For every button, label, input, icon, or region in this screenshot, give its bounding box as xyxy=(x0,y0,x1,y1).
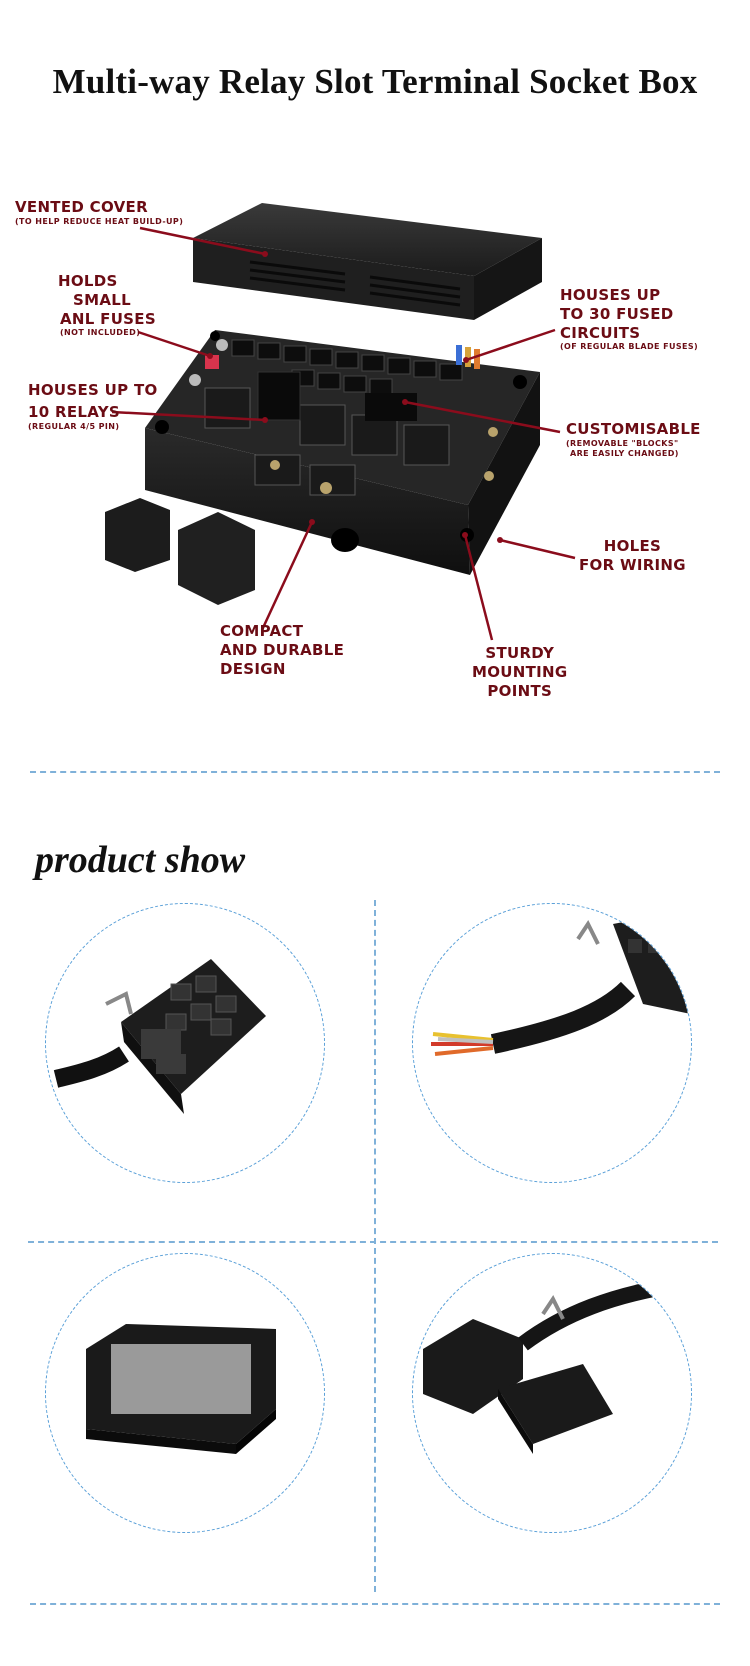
callout-sturdy: Sturdy mounting points xyxy=(472,644,568,700)
callout-fused-line3: circuits xyxy=(560,323,641,342)
product-photo-2 xyxy=(412,903,692,1183)
callout-holes-line1: Holes xyxy=(603,537,662,555)
callout-compact-line3: design xyxy=(220,659,286,678)
callout-compact: Compact and durable design xyxy=(220,622,345,678)
bottom-divider xyxy=(30,1603,720,1605)
callout-customisable-sub1: (removable "blocks" xyxy=(566,438,679,448)
callout-vented-cover: Vented Cover (To help reduce heat build-… xyxy=(15,198,184,226)
callout-sturdy-line3: points xyxy=(487,681,553,700)
callout-holes: Holes for wiring xyxy=(579,537,686,574)
loose-relay-blocks xyxy=(105,498,255,605)
callout-compact-line2: and durable xyxy=(220,640,345,659)
grid-vertical-divider xyxy=(374,900,376,1592)
callout-relays-sub: (Regular 4/5 pin) xyxy=(28,421,120,431)
product-photo-1 xyxy=(45,903,325,1183)
callout-fused-line1: Houses up xyxy=(560,286,661,304)
relay-box-illustration xyxy=(105,203,576,641)
callout-sturdy-line1: Sturdy xyxy=(485,644,555,662)
callout-vented-cover-main: Vented Cover xyxy=(15,198,148,216)
callout-holds-sub: (not included) xyxy=(60,328,141,338)
closed-lid-box-photo-icon xyxy=(86,1324,276,1454)
callout-holes-line2: for wiring xyxy=(579,555,686,574)
grid-horizontal-divider xyxy=(28,1241,718,1243)
callout-compact-line1: Compact xyxy=(220,622,304,640)
section-divider xyxy=(30,771,720,773)
callout-vented-cover-sub: (To help reduce heat build-up) xyxy=(15,216,184,226)
callout-relays-line1: Houses up to xyxy=(28,381,158,399)
vented-cover-shape xyxy=(193,203,542,320)
open-relay-box-with-harness-photo-icon xyxy=(53,959,266,1114)
callout-fused: Houses up to 30 fused circuits (of regul… xyxy=(560,286,699,352)
callout-customisable-main: Customisable xyxy=(566,420,701,438)
wiring-harness-closeup-photo-icon xyxy=(431,909,691,1056)
callout-fused-sub: (of regular blade fuses) xyxy=(560,342,699,352)
callout-customisable-sub2: are easily changed) xyxy=(570,449,679,459)
callout-customisable: Customisable (removable "blocks" are eas… xyxy=(566,420,701,459)
section-title-product-show: product show xyxy=(35,839,246,881)
callout-holds-line2: small xyxy=(73,290,131,309)
page-title: Multi-way Relay Slot Terminal Socket Box xyxy=(52,62,698,101)
product-photo-3 xyxy=(45,1253,325,1533)
callout-relays-line2: 10 relays xyxy=(28,402,120,421)
callout-sturdy-line2: mounting xyxy=(472,662,568,681)
callout-fused-line2: to 30 fused xyxy=(560,304,674,323)
callout-holds: Holds small ANL fuses (not included) xyxy=(58,272,156,338)
box-with-lid-and-harness-photo-icon xyxy=(423,1272,691,1454)
callout-holds-line1: Holds xyxy=(58,272,118,290)
base-box-shape xyxy=(145,330,540,575)
callout-relays: Houses up to 10 relays (Regular 4/5 pin) xyxy=(28,381,158,431)
product-photo-4 xyxy=(412,1253,692,1533)
callout-holds-line3: ANL fuses xyxy=(60,309,156,328)
